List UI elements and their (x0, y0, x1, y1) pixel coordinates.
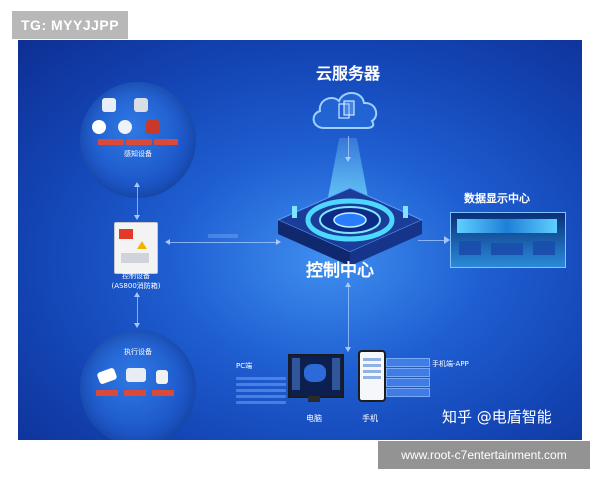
mobile-app-label: 手机端-APP (432, 360, 469, 368)
display-link-line (418, 240, 444, 241)
display-wall (450, 212, 566, 268)
computer-monitor (288, 354, 344, 398)
app-feature (386, 358, 430, 367)
sensor-tag (98, 139, 124, 145)
execution-devices-label: 执行设备 (124, 348, 152, 356)
sensing-devices-label: 感知设备 (124, 150, 152, 158)
app-feature (386, 368, 430, 377)
control-center-platform (276, 187, 424, 266)
control-device-model: (AS800消防箱) (111, 282, 161, 290)
link-caption (208, 234, 238, 238)
phone-device (358, 350, 386, 402)
fire-control-box (114, 222, 158, 274)
device-control-link (165, 239, 281, 245)
computer-label: 电脑 (306, 414, 322, 423)
executor-tag (152, 390, 174, 396)
sensor-icon (102, 98, 116, 112)
execution-link (134, 292, 140, 328)
display-arrow (444, 236, 454, 244)
cloud-server-title: 云服务器 (316, 64, 381, 83)
app-feature (386, 378, 430, 387)
watermark-bottom: www.root-c7entertainment.com (378, 441, 590, 469)
pc-feature-list (236, 374, 286, 407)
camera-icon (126, 368, 146, 382)
executor-tag (124, 390, 146, 396)
architecture-diagram: 云服务器 控制中心 数据显示中心 感知设备 (18, 40, 582, 440)
brand-watermark: 知乎 @电盾智能 (442, 408, 552, 426)
smoke-detector-icon (92, 120, 106, 134)
sensing-link (134, 182, 140, 220)
execution-devices-circle (80, 330, 196, 440)
phone-label: 手机 (362, 414, 378, 423)
control-device-name: 控制设备 (122, 272, 150, 280)
extinguisher-icon (146, 120, 160, 134)
sensor-tag (126, 139, 152, 145)
cloud-icon (312, 92, 378, 129)
control-center-title: 控制中心 (306, 261, 374, 281)
watermark-top: TG: MYYJJPP (12, 11, 129, 39)
pc-side-label: PC端 (236, 362, 253, 370)
sensor-tag (154, 139, 178, 145)
detector-icon (134, 98, 148, 112)
heat-detector-icon (118, 120, 132, 134)
app-feature (386, 388, 430, 397)
monitor-stand (308, 396, 320, 402)
cloud-link-arrow (345, 136, 351, 162)
terminal-link (345, 282, 351, 352)
display-center-title: 数据显示中心 (464, 192, 530, 205)
executor-tag (96, 390, 118, 396)
valve-icon (156, 370, 168, 384)
